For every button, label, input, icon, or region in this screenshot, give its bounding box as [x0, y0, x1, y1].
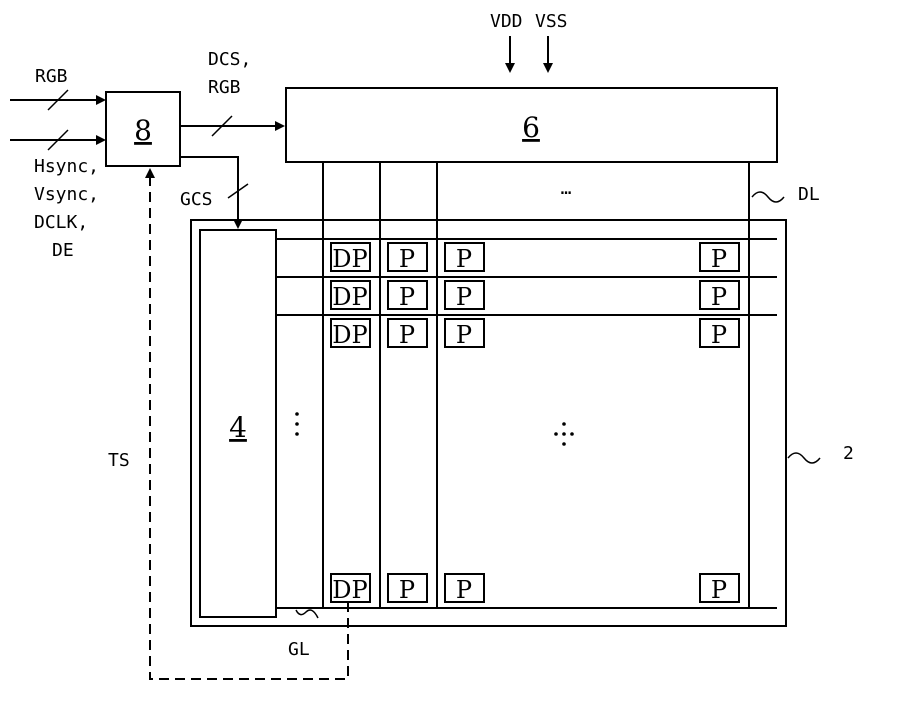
pixel-label: P — [456, 245, 472, 273]
vss-label: VSS — [535, 11, 568, 32]
detection-pixel-label: DP — [332, 321, 367, 349]
gl-leader-tilde — [296, 610, 318, 618]
gl-label: GL — [288, 639, 310, 660]
pixel-label: P — [399, 283, 415, 311]
hsync-label: Hsync, — [34, 156, 99, 177]
vdd-label: VDD — [490, 11, 523, 32]
dcs-label: DCS, — [208, 49, 251, 70]
pixel-label: P — [711, 576, 727, 604]
detection-pixel-label: DP — [332, 576, 367, 604]
dclk-label: DCLK, — [34, 212, 88, 233]
dcs-rgb-label: RGB — [208, 77, 241, 98]
gcs-label: GCS — [180, 189, 213, 210]
display-panel-label: 2 — [843, 443, 854, 464]
pixel-label: P — [456, 283, 472, 311]
panel-leader-tilde — [788, 453, 820, 463]
timing-controller-label: 8 — [134, 114, 152, 147]
gate-driver-label: 4 — [229, 411, 247, 444]
matrix-ellipsis — [554, 422, 574, 446]
sync-input-arrowhead — [96, 135, 106, 145]
row-ellipsis — [295, 412, 299, 436]
de-label: DE — [52, 240, 74, 261]
detection-pixel-label: DP — [332, 283, 367, 311]
pixel-label: P — [456, 576, 472, 604]
data-driver-label: 6 — [522, 111, 540, 144]
vss-arrowhead — [543, 63, 553, 73]
vdd-arrowhead — [505, 63, 515, 73]
pixel-label: P — [399, 321, 415, 349]
pixel-label: P — [399, 245, 415, 273]
dcs-rgb-arrowhead — [275, 121, 285, 131]
ts-arrowhead — [145, 168, 155, 178]
vsync-label: Vsync, — [34, 184, 99, 205]
pixel-label: P — [711, 321, 727, 349]
detection-pixel-label: DP — [332, 245, 367, 273]
pixel-label: P — [711, 245, 727, 273]
rgb-input-arrowhead — [96, 95, 106, 105]
pixel-label: P — [399, 576, 415, 604]
dl-label: DL — [798, 184, 820, 205]
ts-label: TS — [108, 450, 130, 471]
display-panel-border — [191, 220, 786, 626]
column-ellipsis: … — [561, 178, 572, 199]
pixel-label: P — [711, 283, 727, 311]
rgb-input-label: RGB — [35, 66, 68, 87]
pixel-label: P — [456, 321, 472, 349]
dl-leader-tilde — [752, 192, 784, 202]
